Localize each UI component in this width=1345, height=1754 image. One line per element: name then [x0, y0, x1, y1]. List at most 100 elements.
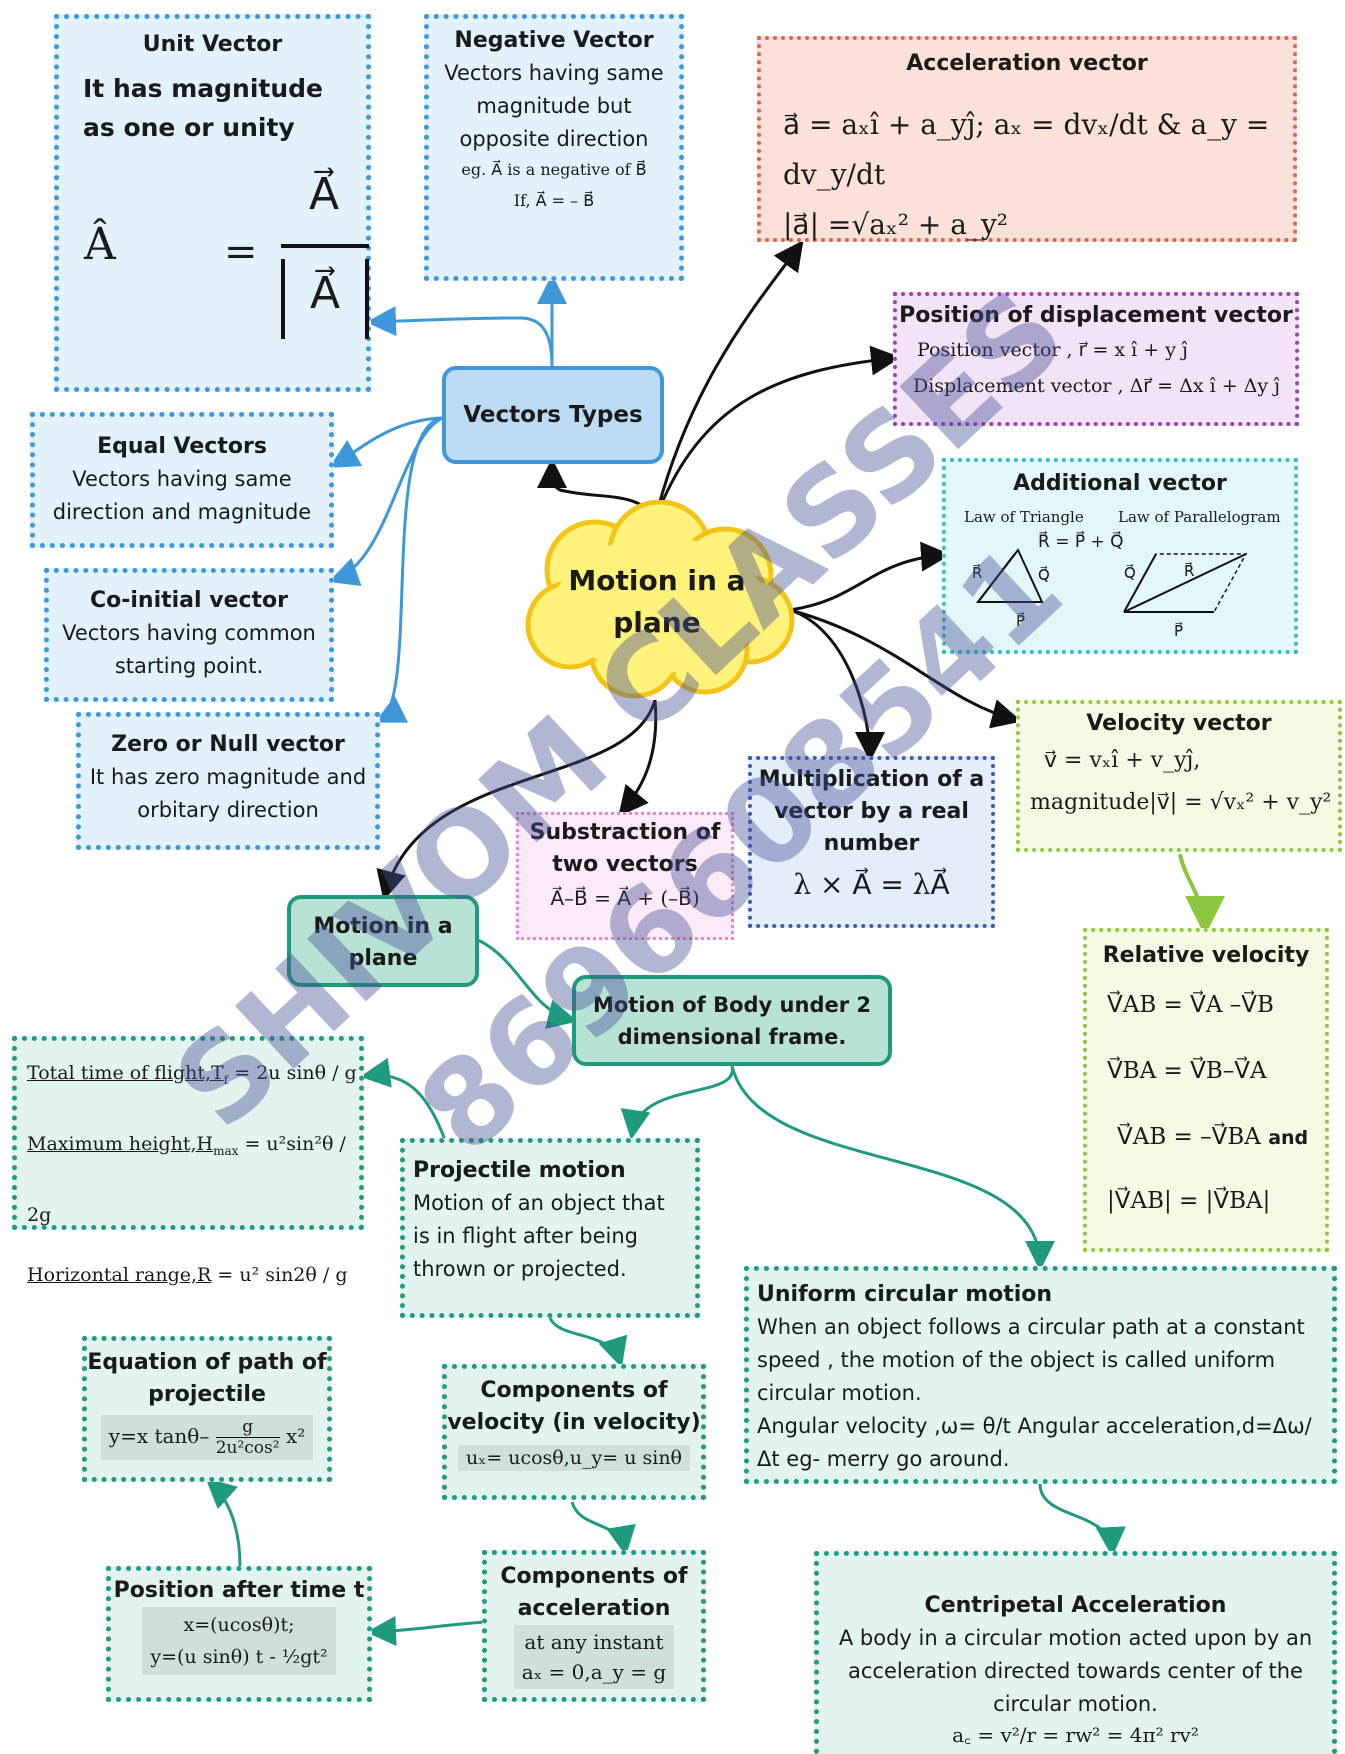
relative-velocity-and: and: [1268, 1127, 1309, 1149]
relative-velocity-box: Relative velocity V⃗AB = V⃗A –V⃗B V⃗BA =…: [1083, 928, 1329, 1252]
unit-formula-denominator: A⃗: [281, 259, 369, 339]
equal-vectors-title: Equal Vectors: [97, 434, 267, 459]
subtraction-formula: A⃗–B⃗ = A⃗ + (–B⃗): [550, 886, 700, 910]
center-cloud-shape: [525, 500, 795, 699]
path-equation-box: Equation of path of projectile y=x tanθ–…: [82, 1336, 332, 1482]
max-height-value: = u²sin²θ / 2g: [27, 1132, 346, 1226]
path-equation-denominator: 2u²cos²: [215, 1438, 280, 1458]
position-displacement-box: Position of displacement vector Position…: [893, 292, 1299, 426]
multiplication-box: Multiplication of a vector by a real num…: [748, 756, 995, 928]
uniform-circular-motion-box: Uniform circular motion When an object f…: [744, 1266, 1337, 1484]
centripetal-title: Centripetal Acceleration: [924, 1593, 1227, 1618]
position-x-formula: x=(ucosθ)t;: [183, 1614, 295, 1636]
negative-vector-formula: If, A⃗ = – B⃗: [513, 191, 595, 210]
time-of-flight-label: Total time of flight,T: [27, 1062, 224, 1084]
negative-vector-title: Negative Vector: [454, 28, 654, 53]
max-height-subscript: max: [213, 1143, 239, 1158]
equal-vectors-box: Equal Vectors Vectors having same direct…: [30, 412, 334, 548]
position-after-time-box: Position after time t x=(ucosθ)t; y=(u s…: [106, 1566, 372, 1702]
additional-vector-title: Additional vector: [1013, 471, 1227, 496]
zero-vector-box: Zero or Null vector It has zero magnitud…: [76, 712, 380, 850]
centripetal-formula: a꜀ = v²/r = rw² = 4π² rv²: [952, 1723, 1199, 1747]
parallelogram-label-q: Q⃗: [1124, 564, 1136, 582]
vector-addition-diagrams: [975, 548, 1248, 613]
unit-fraction-bar: [281, 244, 369, 248]
velocity-vector-box: Velocity vector v⃗ = vₓî + v_yĵ, magnitu…: [1016, 700, 1342, 852]
subtraction-box: Substraction of two vectors A⃗–B⃗ = A⃗ +…: [516, 812, 734, 940]
multiplication-title: Multiplication of a vector by a real num…: [758, 767, 985, 856]
relative-velocity-formula-1: V⃗AB = V⃗A –V⃗B: [1107, 992, 1274, 1018]
projectile-formulas-box: Total time of flight,Tf = 2u sinθ / g Ma…: [12, 1036, 364, 1286]
triangle-label-r: R⃗: [972, 564, 983, 582]
relative-velocity-title: Relative velocity: [1102, 943, 1310, 968]
velocity-components-formula: uₓ= ucosθ,u_y= u sinθ: [457, 1445, 690, 1471]
position-after-time-title: Position after time t: [113, 1578, 365, 1603]
acceleration-vector-title: Acceleration vector: [906, 51, 1148, 76]
max-height-label: Maximum height,H: [27, 1132, 214, 1155]
relative-velocity-formula-2: V⃗BA = V⃗B–V⃗A: [1107, 1058, 1267, 1084]
motion-in-plane-node: Motion in a plane: [287, 895, 479, 987]
unit-vector-text: It has magnitude as one or unity: [83, 74, 323, 142]
acceleration-components-text: at any instant: [524, 1630, 664, 1654]
relative-velocity-formula-4: |V⃗AB| = |V⃗BA|: [1107, 1188, 1271, 1214]
law-of-triangle-label: Law of Triangle: [964, 508, 1084, 526]
zero-vector-title: Zero or Null vector: [111, 732, 345, 757]
parallelogram-label-p: P⃗: [1174, 622, 1184, 640]
acceleration-components-formula: aₓ = 0,a_y = g: [521, 1660, 667, 1684]
equal-vectors-text: Vectors having same direction and magnit…: [52, 467, 312, 524]
ucm-angular-text: Angular velocity ,ω= θ/t Angular acceler…: [757, 1414, 1312, 1471]
path-equation-lhs: y=x tanθ–: [108, 1424, 210, 1448]
vectors-types-node: Vectors Types: [442, 366, 664, 464]
unit-formula-lhs: Â: [84, 219, 116, 270]
addition-formula: R⃗ = P⃗ + Q⃗: [1038, 532, 1124, 552]
unit-vector-box: Unit Vector It has magnitude as one or u…: [54, 14, 371, 392]
acceleration-components-title: Components of acceleration: [500, 1564, 688, 1621]
relative-velocity-formula-3: V⃗AB = –V⃗BA: [1117, 1124, 1261, 1150]
negative-vector-box: Negative Vector Vectors having same magn…: [424, 14, 684, 281]
projectile-motion-title: Projectile motion: [413, 1158, 626, 1183]
time-of-flight-value: = 2u sinθ / g: [234, 1062, 357, 1084]
unit-vector-title: Unit Vector: [142, 32, 283, 57]
displacement-vector-formula: Displacement vector , Δr⃗ = Δx î + Δy ĵ: [913, 375, 1281, 397]
triangle-label-p: P⃗: [1016, 612, 1026, 630]
zero-vector-text: It has zero magnitude and orbitary direc…: [89, 765, 367, 822]
unit-formula-numerator: A⃗: [308, 169, 340, 220]
centripetal-text: A body in a circular motion acted upon b…: [838, 1626, 1313, 1716]
acceleration-components-box: Components of acceleration at any instan…: [482, 1550, 706, 1702]
velocity-vector-title: Velocity vector: [1086, 711, 1272, 736]
negative-vector-example: eg. A⃗ is a negative of B⃗: [461, 160, 647, 179]
parallelogram-label-r: R⃗: [1184, 562, 1195, 580]
ucm-title: Uniform circular motion: [757, 1282, 1053, 1307]
acceleration-vector-box: Acceleration vector a⃗ = aₓî + a_yĵ; aₓ …: [757, 36, 1297, 242]
acceleration-formula-2: |a⃗| =√aₓ² + a_y²: [783, 208, 1009, 241]
projectile-motion-box: Projectile motion Motion of an object th…: [400, 1138, 700, 1318]
path-equation-rhs: x²: [285, 1424, 306, 1448]
position-displacement-title: Position of displacement vector: [899, 303, 1293, 328]
position-vector-formula: Position vector , r⃗ = x î + y ĵ: [917, 339, 1188, 361]
horizontal-range-value: = u² sin2θ / g: [217, 1263, 348, 1286]
centripetal-box: Centripetal Acceleration A body in a cir…: [814, 1551, 1337, 1754]
body-2d-frame-node: Motion of Body under 2 dimensional frame…: [572, 975, 892, 1066]
ucm-text: When an object follows a circular path a…: [757, 1315, 1305, 1405]
additional-vector-box: Additional vector Law of Triangle Law of…: [942, 458, 1298, 654]
law-of-parallelogram-label: Law of Parallelogram: [1118, 508, 1281, 526]
path-equation-title: Equation of path of projectile: [87, 1350, 327, 1407]
velocity-components-title: Components of velocity (in velocity): [447, 1378, 701, 1435]
velocity-components-box: Components of velocity (in velocity) uₓ=…: [442, 1364, 706, 1500]
coinitial-vector-text: Vectors having common starting point.: [62, 621, 316, 678]
acceleration-formula-1: a⃗ = aₓî + a_yĵ; aₓ = dvₓ/dt & a_y = dv_…: [783, 108, 1270, 191]
coinitial-vector-title: Co-initial vector: [89, 588, 289, 613]
unit-formula-equals: =: [224, 229, 258, 275]
subtraction-title: Substraction of two vectors: [529, 820, 721, 877]
path-equation-numerator: g: [215, 1417, 280, 1438]
negative-vector-text: Vectors having same magnitude but opposi…: [444, 61, 664, 151]
projectile-motion-text: Motion of an object that is in flight af…: [413, 1191, 665, 1281]
center-topic: Motion in a plane: [568, 564, 746, 639]
triangle-label-q: Q⃗: [1038, 566, 1050, 584]
multiplication-formula: λ × A⃗ = λA⃗: [793, 868, 950, 901]
time-of-flight-subscript: f: [223, 1072, 229, 1087]
position-y-formula: y=(u sinθ) t - ½gt²: [150, 1646, 328, 1668]
horizontal-range-label: Horizontal range,R: [27, 1263, 212, 1286]
velocity-formula-1: v⃗ = vₓî + v_yĵ,: [1044, 748, 1201, 773]
